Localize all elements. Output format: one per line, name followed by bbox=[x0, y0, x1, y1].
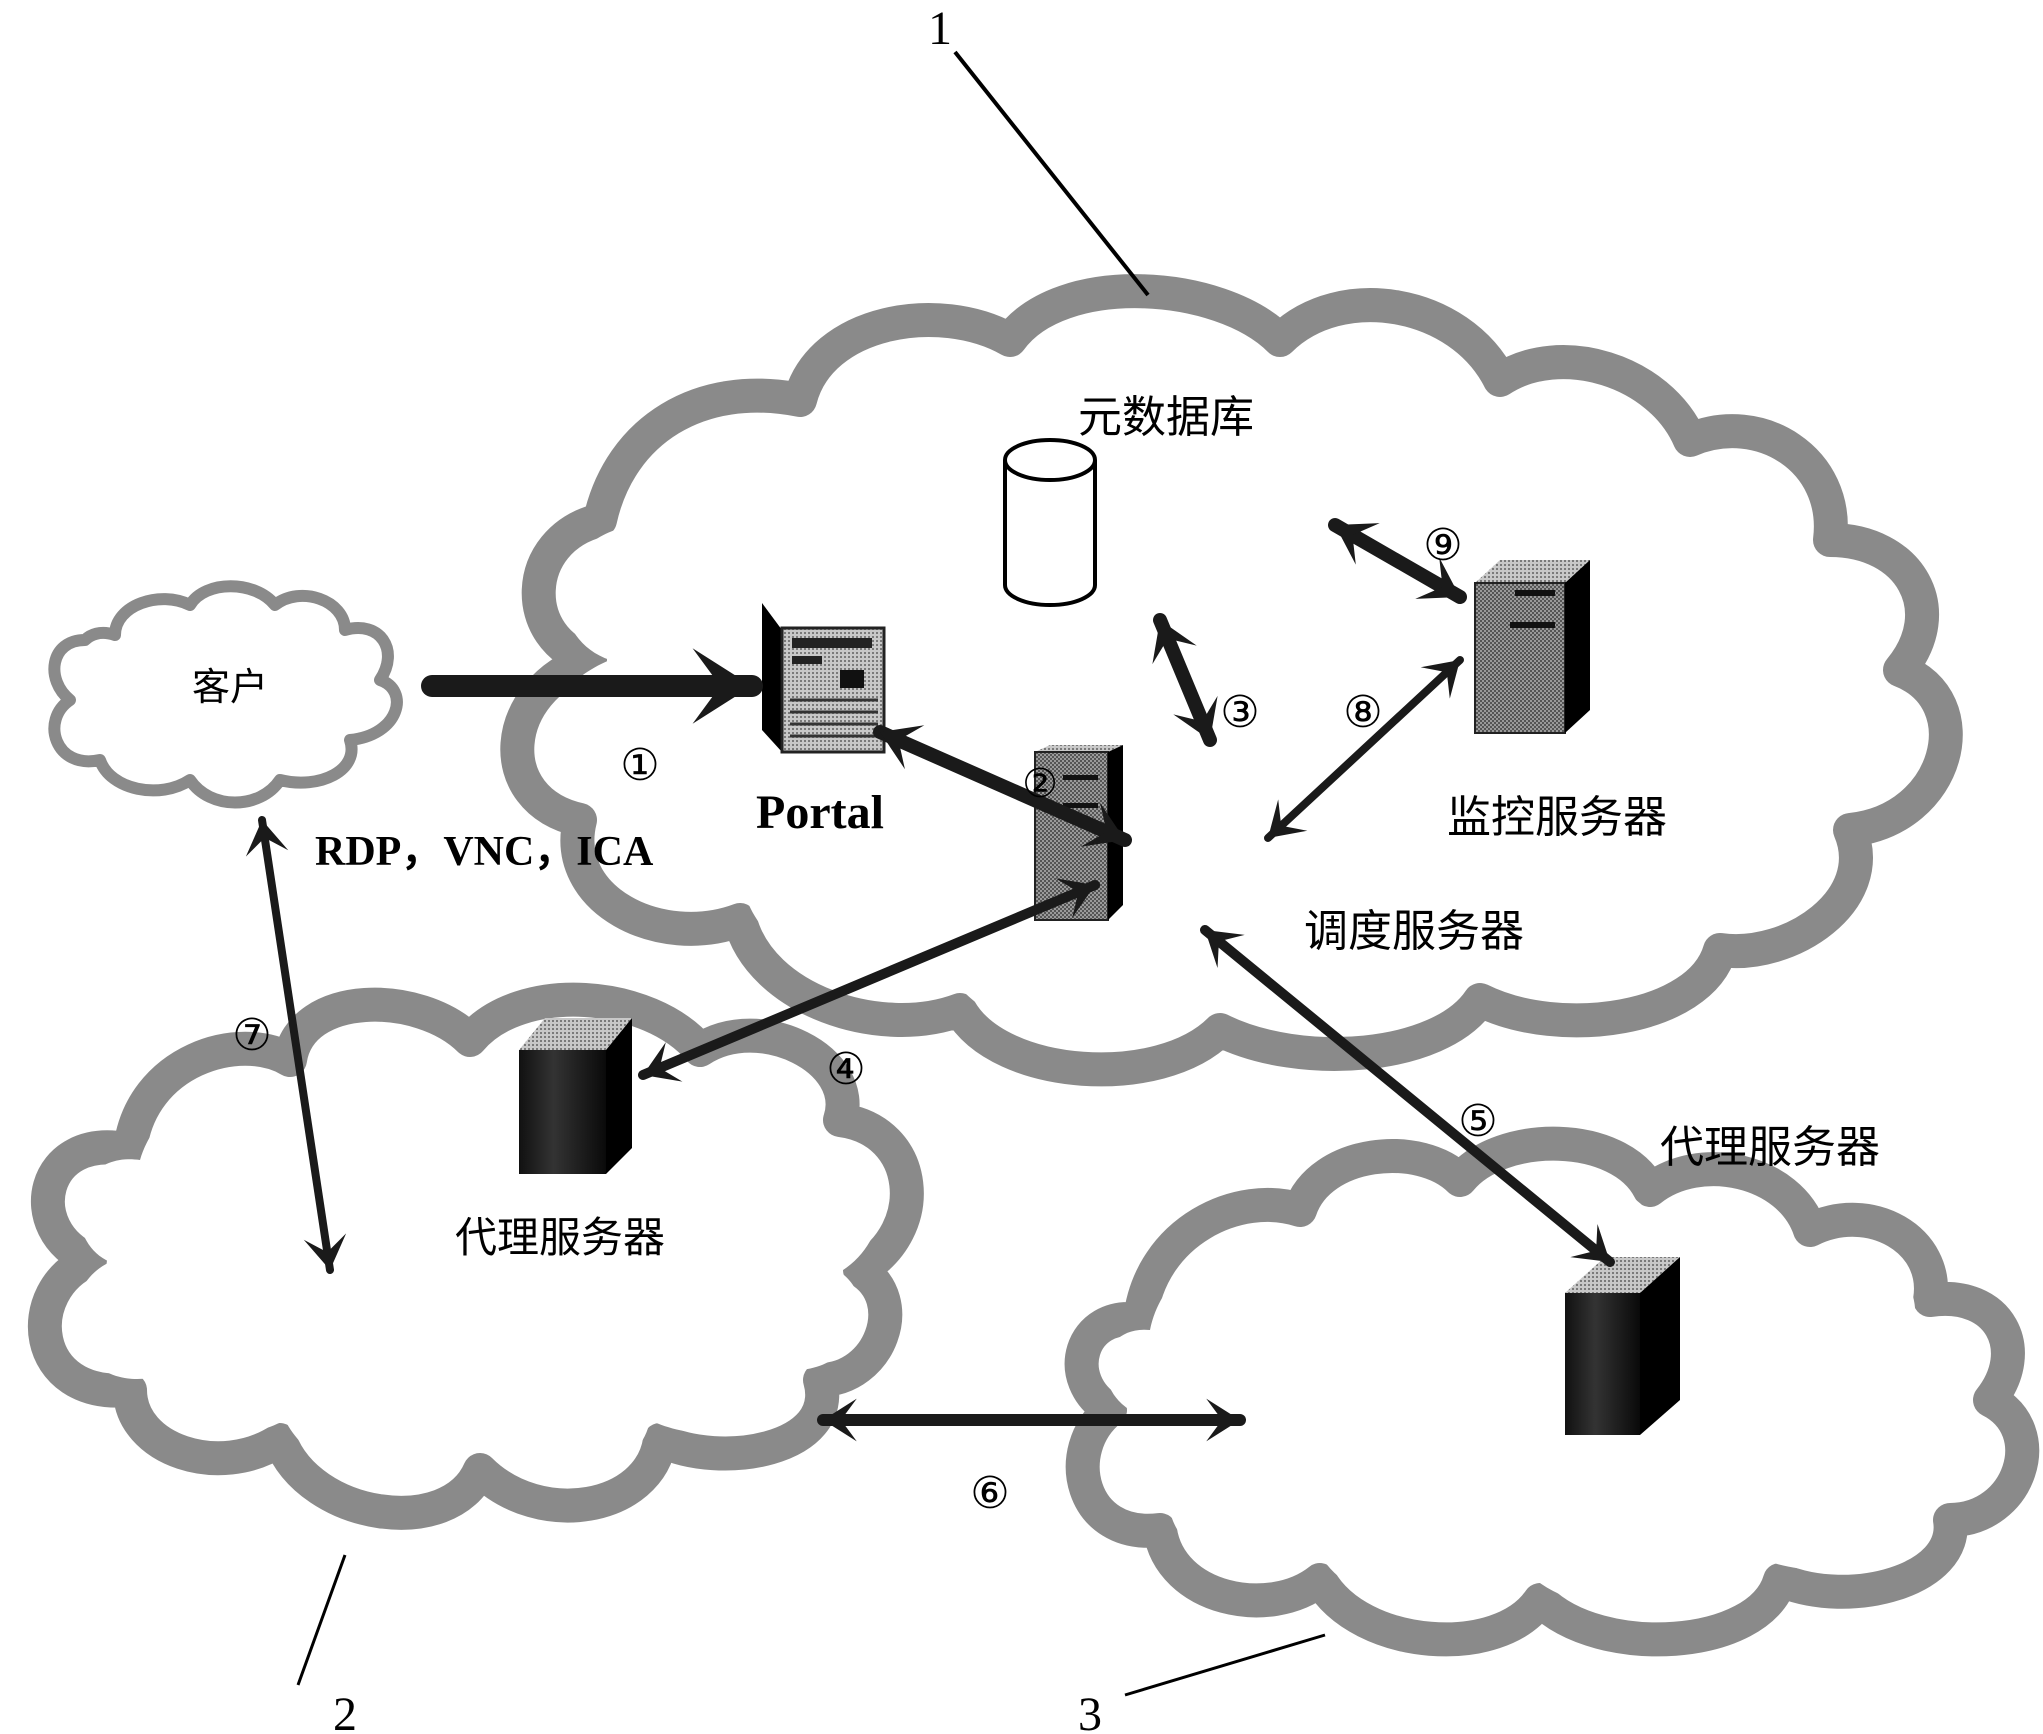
server-tower-icon bbox=[762, 603, 886, 754]
arrow-head-start bbox=[245, 820, 289, 857]
server-tower-icon bbox=[519, 1018, 632, 1174]
cloud-2-body bbox=[75, 1039, 880, 1481]
step-markers: ① ② ③ ④ ⑤ ⑥ ⑦ ⑧ ⑨ bbox=[232, 521, 1497, 1518]
client-cloud-outline bbox=[48, 580, 403, 809]
monitor-label: 监控服务器 bbox=[1447, 792, 1667, 843]
arrow-head-end bbox=[1080, 802, 1125, 847]
arrow-head-start bbox=[1152, 620, 1197, 665]
arrow-head-start bbox=[823, 1398, 857, 1442]
step-marker-1: ① bbox=[620, 741, 659, 790]
ref-label-2: 2 bbox=[333, 1688, 357, 1734]
arrow-head-end bbox=[1420, 660, 1460, 699]
ref-label-1: 1 bbox=[928, 2, 952, 55]
arrow-head-start bbox=[1205, 930, 1245, 968]
arrow-step-2 bbox=[873, 725, 1132, 847]
arrows-group bbox=[245, 518, 1615, 1442]
arrow-step-1 bbox=[421, 648, 763, 724]
arrow-head-end bbox=[1173, 695, 1218, 740]
cloud-1-outline bbox=[500, 274, 1963, 1087]
step-marker-7: ⑦ bbox=[232, 1011, 271, 1060]
server-tower-icon bbox=[1565, 1257, 1680, 1435]
monitor-server[interactable]: 监控服务器 bbox=[1447, 560, 1667, 843]
step-marker-9: ⑨ bbox=[1423, 521, 1462, 570]
portal-label: Portal bbox=[756, 786, 884, 839]
leader-line-2 bbox=[296, 1554, 347, 1686]
arrow-head-end bbox=[1415, 557, 1460, 599]
step-marker-6: ⑥ bbox=[970, 1469, 1009, 1518]
step-marker-2: ② bbox=[1022, 761, 1058, 806]
step-marker-5: ⑤ bbox=[1458, 1097, 1497, 1146]
step-marker-3: ③ bbox=[1220, 688, 1259, 737]
arrow-shaft bbox=[258, 816, 334, 1274]
step-marker-4: ④ bbox=[826, 1045, 865, 1094]
arrow-step-4 bbox=[638, 878, 1100, 1082]
portal-server[interactable]: Portal bbox=[756, 603, 886, 839]
proxy-server-right[interactable]: 代理服务器 bbox=[1565, 1122, 1880, 1435]
arrow-step-5 bbox=[1200, 925, 1615, 1267]
cloud-2 bbox=[27, 982, 924, 1530]
proxy-server-left[interactable]: 代理服务器 bbox=[455, 1018, 665, 1262]
arrow-step-9 bbox=[1328, 518, 1467, 604]
database-cylinder-icon bbox=[1003, 438, 1097, 607]
arrow-head-end bbox=[303, 1233, 347, 1270]
cloud-1 bbox=[500, 274, 1963, 1087]
arrow-step-3 bbox=[1152, 613, 1218, 747]
protocol-label: RDP，VNC，ICA bbox=[315, 829, 654, 875]
arrow-head-start bbox=[880, 725, 925, 770]
ref-label-3: 3 bbox=[1078, 1688, 1102, 1734]
proxy-left-label: 代理服务器 bbox=[455, 1213, 665, 1262]
arrow-shaft bbox=[1200, 925, 1615, 1267]
cloud-2-outline bbox=[27, 982, 924, 1530]
arrow-head-start bbox=[1335, 523, 1380, 565]
reference-leaders: 1 2 3 bbox=[296, 2, 1326, 1734]
arrow-shaft bbox=[638, 880, 1100, 1080]
arrow-head-end bbox=[1206, 1398, 1240, 1442]
metadata-database[interactable]: 元数据库 bbox=[1003, 392, 1254, 607]
arrow-head-start bbox=[1055, 878, 1095, 918]
arrow-step-7 bbox=[245, 816, 347, 1274]
client-cloud[interactable]: 客户 bbox=[48, 580, 403, 809]
cloud-1-body bbox=[542, 338, 1911, 1036]
arrow-head-end bbox=[643, 1042, 683, 1082]
arrow-head-end bbox=[1570, 1224, 1610, 1262]
client-cloud-body bbox=[65, 599, 383, 791]
metadata-db-label: 元数据库 bbox=[1078, 392, 1254, 443]
scheduler-label: 调度服务器 bbox=[1304, 906, 1524, 957]
arrow-shaft bbox=[1153, 613, 1217, 747]
server-tower-icon bbox=[1474, 560, 1590, 734]
arrow-head-end bbox=[692, 648, 752, 724]
leader-line-1 bbox=[953, 50, 1150, 297]
arrow-shaft bbox=[873, 725, 1132, 847]
arrow-step-8 bbox=[1264, 656, 1464, 842]
arrow-head-start bbox=[1268, 799, 1308, 838]
step-marker-8: ⑧ bbox=[1343, 688, 1382, 737]
proxy-right-label: 代理服务器 bbox=[1660, 1122, 1880, 1173]
leader-line-3 bbox=[1124, 1633, 1326, 1697]
client-label: 客户 bbox=[192, 665, 268, 709]
arrow-shaft bbox=[1328, 518, 1467, 604]
arrow-shaft bbox=[1264, 656, 1464, 842]
cloud-3-body bbox=[1105, 1178, 1990, 1612]
arrow-step-6 bbox=[817, 1398, 1246, 1442]
